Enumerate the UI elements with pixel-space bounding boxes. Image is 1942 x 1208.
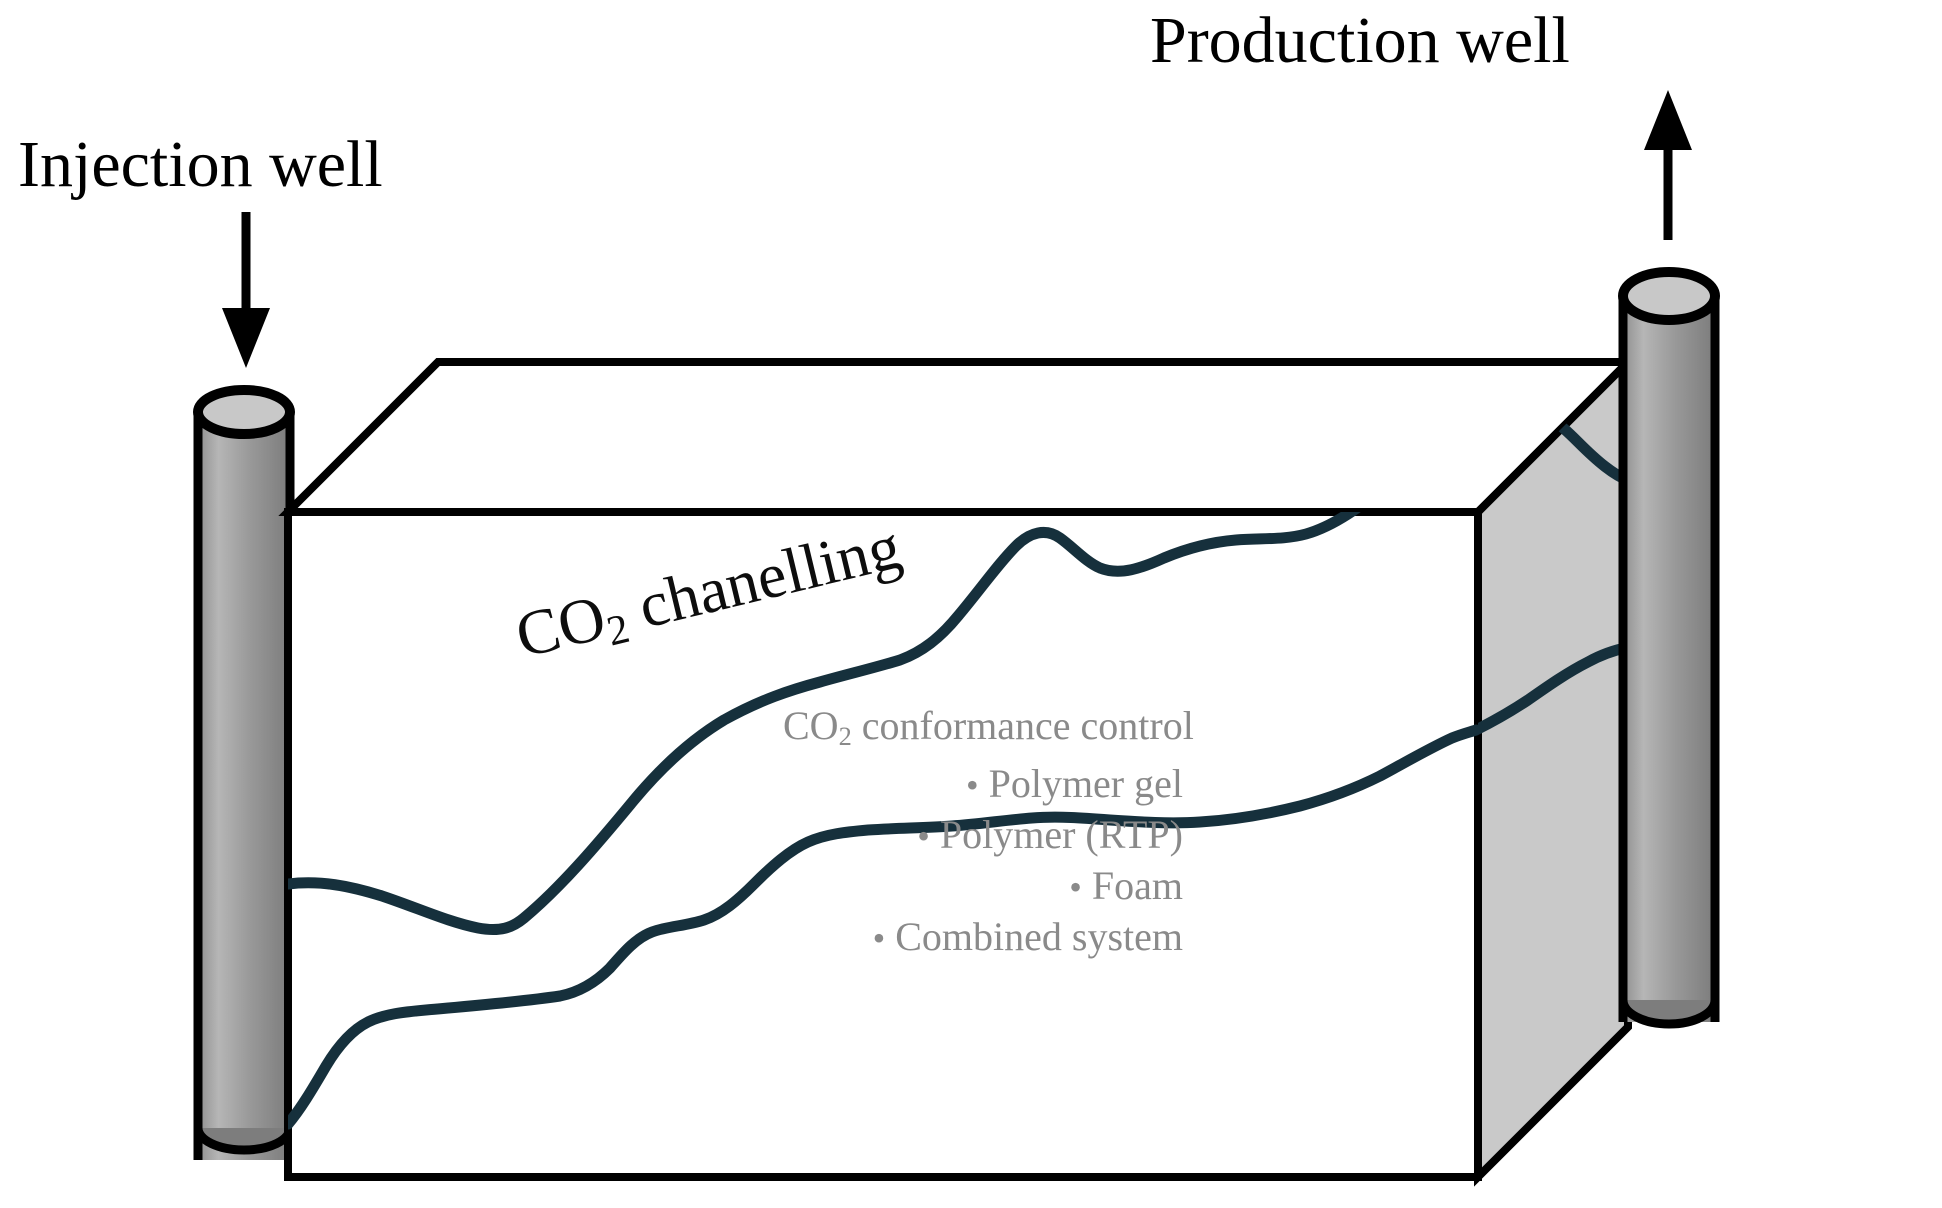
conformance-header-post: conformance control (851, 703, 1194, 748)
list-item-label: Polymer gel (988, 760, 1183, 806)
bullet-glyph: • (1069, 866, 1082, 907)
reservoir-top-face (278, 358, 1638, 516)
conformance-header: CO2 conformance control (783, 700, 1194, 754)
production-well-cylinder (1618, 267, 1720, 1029)
list-item: •Polymer (RTP) (783, 809, 1183, 860)
conformance-method-list: •Polymer gel •Polymer (RTP) •Foam •Combi… (783, 758, 1183, 963)
co2-channel-lower-side (1478, 640, 1628, 736)
co2-channel-lower (288, 724, 1478, 1130)
list-item-label: Combined system (895, 914, 1183, 960)
conformance-header-sub: 2 (838, 720, 852, 751)
reservoir-side-face (1474, 352, 1632, 1187)
co2-channel-upper (288, 512, 1361, 936)
bullet-glyph: • (965, 764, 979, 805)
injection-arrow-icon (222, 212, 270, 368)
list-item: •Combined system (783, 911, 1183, 962)
injection-well-label: Injection well (18, 128, 383, 201)
production-arrow-icon (1644, 90, 1692, 240)
reservoir-front-face (284, 508, 1482, 1181)
list-item: •Polymer gel (783, 758, 1183, 809)
list-item: •Foam (783, 860, 1183, 911)
list-item-label: Foam (1091, 862, 1183, 908)
list-item-label: Polymer (RTP) (939, 811, 1183, 857)
production-well-label: Production well (1150, 4, 1570, 77)
bullet-glyph: • (917, 815, 930, 856)
bullet-glyph: • (872, 918, 886, 959)
co2-conformance-control-block: CO2 conformance control •Polymer gel •Po… (783, 700, 1194, 963)
conformance-header-pre: CO (783, 703, 839, 748)
injection-well-cylinder (193, 385, 295, 1160)
